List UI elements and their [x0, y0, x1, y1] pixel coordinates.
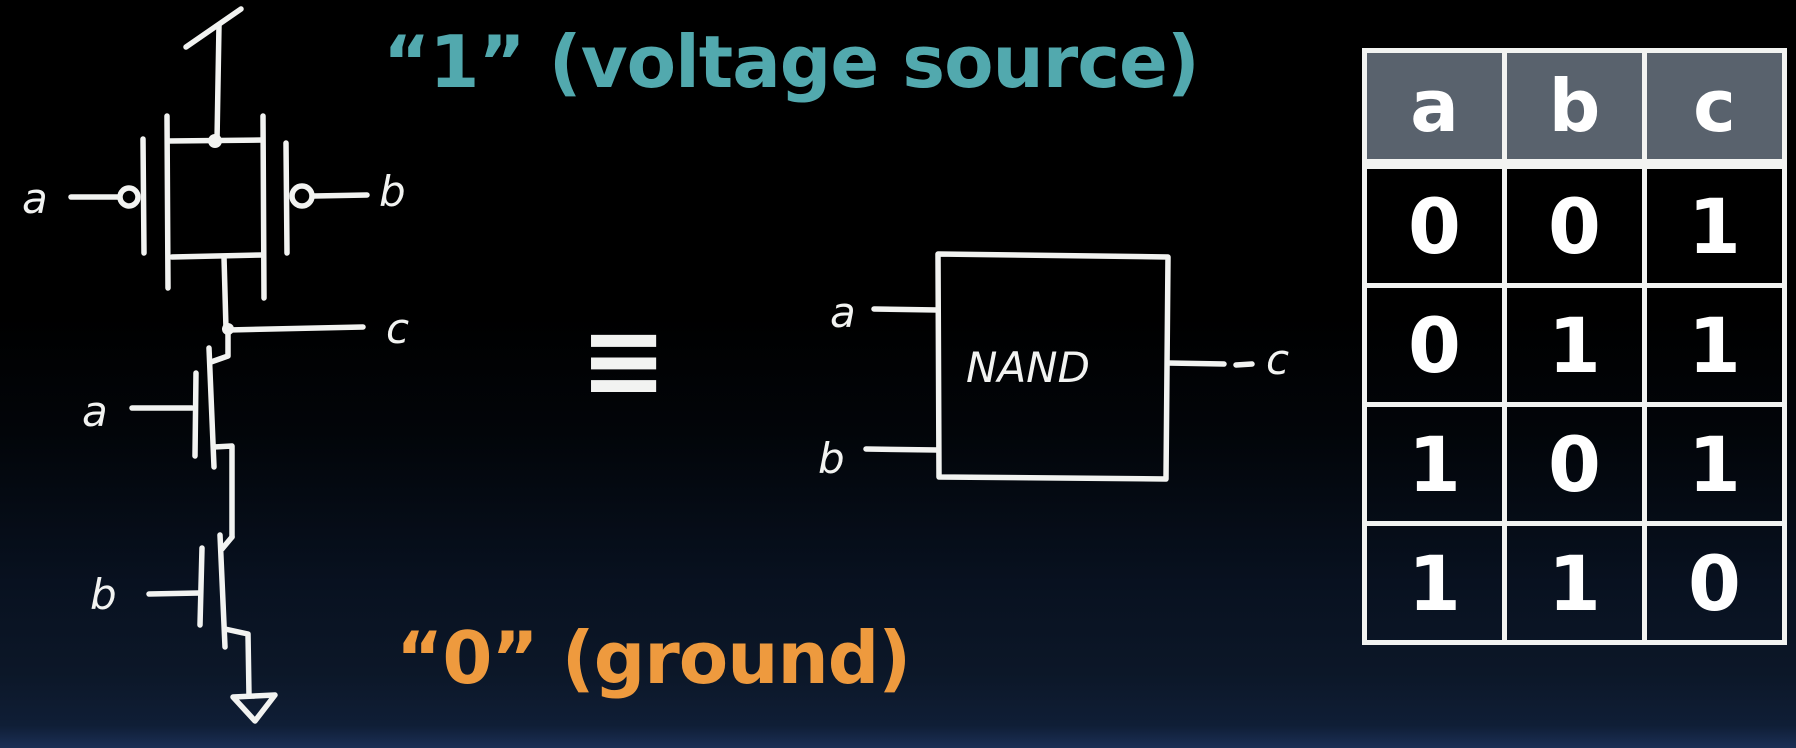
ground-icon — [230, 692, 278, 724]
pmos-a-bubble-icon — [117, 185, 141, 209]
table-cell: 0 — [1502, 402, 1647, 526]
table-row: 0 1 1 — [1362, 283, 1787, 407]
table-cell: 1 — [1642, 161, 1787, 288]
truth-table-header: a b c — [1362, 48, 1787, 169]
nmos-input-b-label: b — [90, 570, 117, 619]
table-cell: 0 — [1362, 161, 1507, 288]
nmos-input-a-label: a — [82, 387, 108, 436]
pmos-b-bubble-icon — [289, 183, 315, 209]
table-header-a: a — [1362, 48, 1507, 169]
truth-table-body: 0 0 1 0 1 1 1 0 1 1 1 0 — [1362, 161, 1787, 645]
table-cell: 0 — [1502, 161, 1647, 288]
truth-table: a b c 0 0 1 0 1 1 1 0 1 1 1 — [1362, 48, 1787, 645]
nand-input-b-wire — [863, 446, 941, 453]
nand-input-a-wire — [871, 306, 941, 313]
nand-output-c-label: c — [1266, 335, 1289, 384]
table-cell: 1 — [1642, 402, 1787, 526]
voltage-source-icon — [183, 6, 244, 144]
pmos-input-a-label: a — [22, 174, 48, 223]
ground-heading: “0” (ground) — [396, 616, 911, 700]
pmos-pair-group — [68, 113, 370, 301]
table-cell: 1 — [1642, 283, 1787, 407]
table-cell: 1 — [1502, 521, 1647, 645]
table-header-c: c — [1642, 48, 1787, 169]
voltage-source-heading: “1” (voltage source) — [383, 20, 1200, 104]
table-header-b: b — [1502, 48, 1647, 169]
pmos-b-input-wire — [311, 192, 370, 199]
nand-label: NAND — [966, 343, 1090, 392]
output-node-group — [221, 254, 366, 335]
nmos-a-group — [129, 330, 235, 540]
nand-output-wire — [1165, 360, 1255, 368]
nmos-b-input-wire — [146, 590, 202, 597]
junction-dot — [208, 134, 222, 148]
pmos-b-gate-bar — [283, 140, 290, 256]
nand-box — [935, 251, 1171, 482]
table-cell: 1 — [1502, 283, 1647, 407]
table-row: 1 0 1 — [1362, 402, 1787, 526]
output-wire — [225, 324, 366, 333]
pmos-input-b-label: b — [379, 167, 406, 216]
table-header-row: a b c — [1362, 48, 1787, 169]
table-row: 0 0 1 — [1362, 161, 1787, 288]
nand-input-b-label: b — [818, 434, 845, 483]
nand-input-a-label: a — [830, 288, 856, 337]
table-cell: 0 — [1642, 521, 1787, 645]
equivalence-symbol: ≡ — [580, 299, 668, 421]
table-cell: 0 — [1362, 283, 1507, 407]
cmos-circuit-drawing: a b c a b — [22, 6, 409, 724]
nand-gate-drawing: NAND a b c — [818, 251, 1289, 483]
table-row: 1 1 0 — [1362, 521, 1787, 645]
table-cell: 1 — [1362, 521, 1507, 645]
pmos-a-gate-bar — [140, 136, 147, 256]
nmos-b-group — [146, 532, 252, 698]
circuit-output-c-label: c — [386, 304, 409, 353]
table-cell: 1 — [1362, 402, 1507, 526]
